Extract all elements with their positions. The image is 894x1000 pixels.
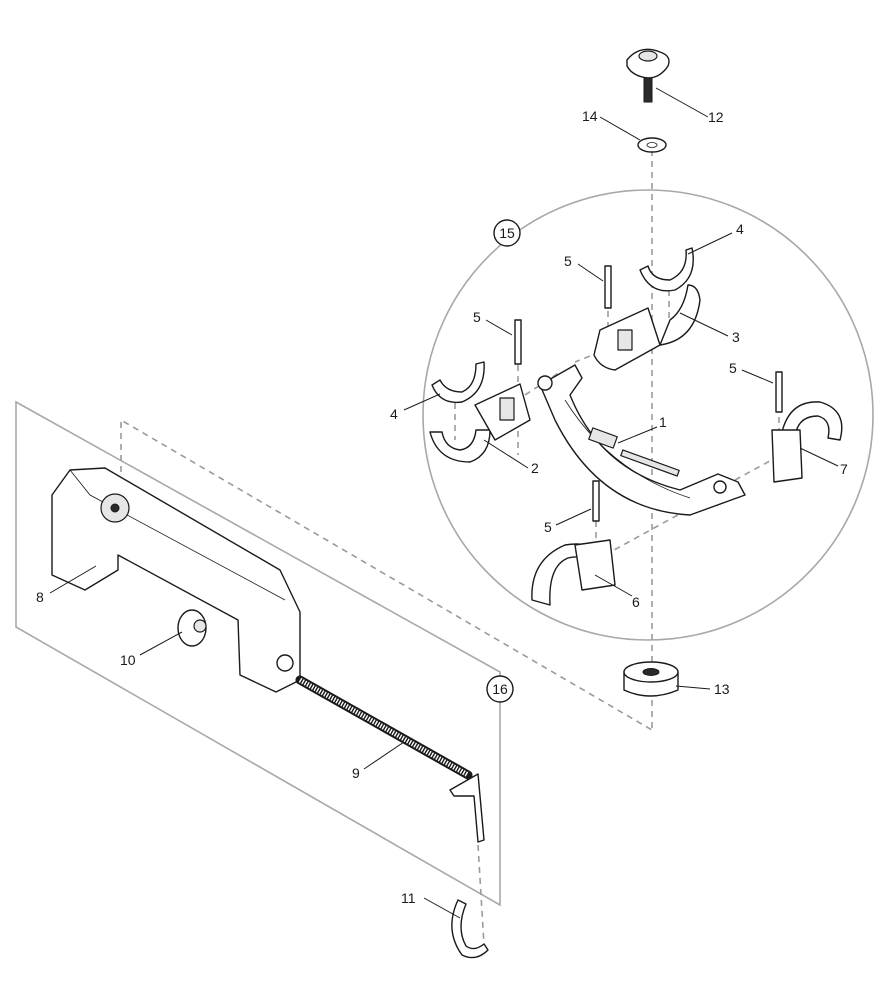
assembly-15-circle: [422, 189, 874, 641]
callout-6: 6: [632, 594, 640, 610]
callout-7: 7: [840, 461, 848, 477]
retaining-clip-part: [451, 899, 489, 959]
callout-8: 8: [36, 589, 44, 605]
callout-14: 14: [582, 108, 598, 124]
callout-10: 10: [120, 652, 136, 668]
callout-11: 11: [401, 890, 416, 906]
arc-cap-part-left: [431, 361, 485, 404]
callout-4: 4: [390, 406, 398, 422]
c-frame-part: [51, 467, 301, 693]
pin-parts: [514, 265, 783, 522]
callout-labels: 1 2 3 4 4 5 5 5 5 6 7 8 9 10 11 12 13 14: [36, 108, 848, 906]
lower-bracket-part: [531, 539, 616, 606]
callout-5: 5: [729, 360, 737, 376]
assembly-16-panel: [15, 400, 501, 907]
knob-part: [177, 609, 207, 647]
callout-5: 5: [544, 519, 552, 535]
callout-2: 2: [531, 460, 539, 476]
callout-4: 4: [736, 221, 744, 237]
thumb-screw-part: [626, 48, 670, 103]
washer-part: [637, 137, 667, 153]
callout-1: 1: [659, 414, 667, 430]
right-bracket-part: [771, 401, 843, 483]
callout-9: 9: [352, 765, 360, 781]
arc-cap-part-upper: [639, 247, 694, 292]
assembly-15-badge: 15: [493, 219, 521, 247]
upper-bracket-part: [593, 284, 701, 371]
spindle-part: [295, 675, 485, 843]
callout-12: 12: [708, 109, 724, 125]
callout-5: 5: [564, 253, 572, 269]
leader-lines: [49, 87, 839, 919]
callout-5: 5: [473, 309, 481, 325]
threaded-nut-part: [623, 661, 679, 697]
assembly-16-label: 16: [492, 681, 508, 697]
callout-13: 13: [714, 681, 730, 697]
clamp-body-part: [537, 364, 746, 516]
left-bracket-part: [429, 383, 531, 463]
assembly-16-badge: 16: [486, 675, 514, 703]
callout-3: 3: [732, 329, 740, 345]
assembly-15-label: 15: [499, 225, 515, 241]
